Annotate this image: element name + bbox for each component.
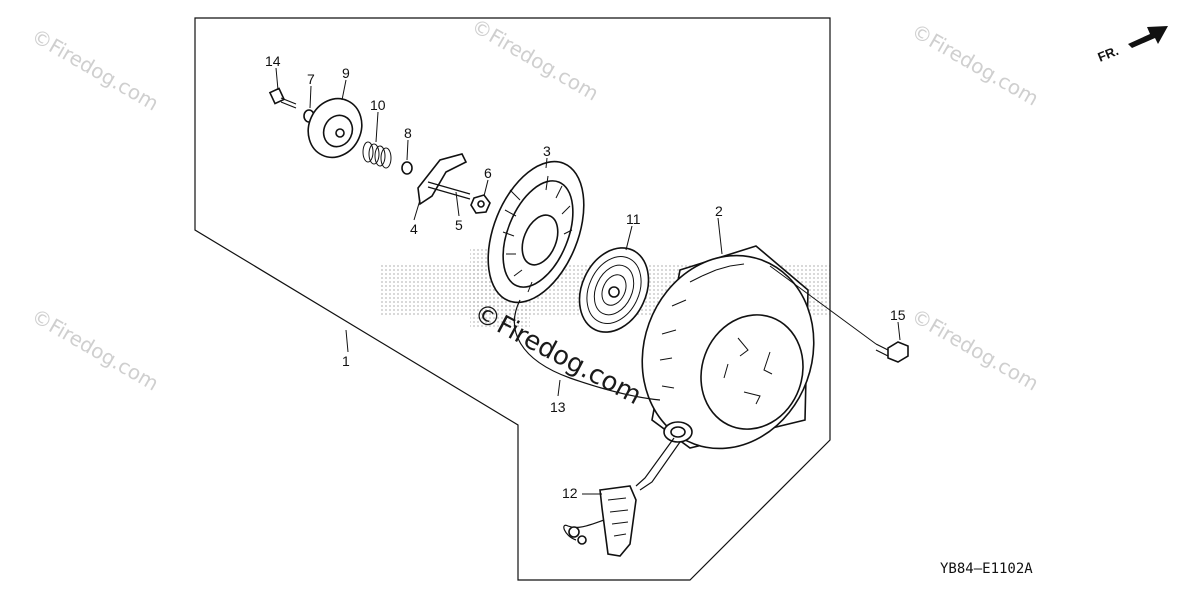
callout-3: 3: [543, 143, 551, 159]
part-7-washer: [401, 161, 413, 175]
part-10-spring: [362, 141, 392, 169]
callout-11: 11: [626, 211, 641, 227]
part-11-spiral-spring: [578, 247, 650, 333]
part-15-bolt: [875, 341, 909, 363]
part-14-bolt: [268, 87, 297, 109]
watermark-text: ©Firedog.com: [468, 14, 603, 106]
direction-indicator: FR.: [1096, 26, 1168, 65]
drawing-code: YB84—E1102A: [940, 561, 1033, 577]
part-9-plate: [307, 97, 363, 159]
part-12-starter-grip: [563, 485, 637, 557]
assembly-outline: [194, 17, 831, 581]
callout-4: 4: [410, 221, 418, 237]
callout-labels: 14 7 9 10 8 6 3 4 5 11 2 15 1 13 12: [265, 53, 906, 501]
leader-lines: [275, 67, 901, 495]
watermark-text: ©Firedog.com: [28, 304, 163, 396]
watermark-text: ©Firedog.com: [908, 19, 1043, 111]
callout-5: 5: [455, 217, 463, 233]
part-2-housing: [641, 245, 815, 450]
callout-2: 2: [715, 203, 723, 219]
callout-1: 1: [342, 353, 350, 369]
callout-6: 6: [484, 165, 492, 181]
part-13-rope: [513, 299, 681, 491]
callout-15: 15: [890, 307, 906, 323]
arrow-right-icon: [1128, 26, 1168, 48]
callout-12: 12: [562, 485, 578, 501]
callout-10: 10: [370, 97, 386, 113]
callout-13: 13: [550, 399, 566, 415]
callout-7: 8: [404, 125, 412, 141]
callout-9: 9: [342, 65, 350, 81]
part-4-ratchet: [417, 153, 468, 206]
callout-8: 7: [307, 71, 315, 87]
direction-label: FR.: [1096, 43, 1121, 65]
watermark-text: ©Firedog.com: [28, 24, 163, 116]
part-5-pin: [427, 181, 471, 200]
part-3-reel: [487, 160, 585, 304]
part-6-nut: [470, 194, 491, 214]
callout-14: 14: [265, 53, 281, 69]
watermark-text: ©Firedog.com: [908, 304, 1043, 396]
